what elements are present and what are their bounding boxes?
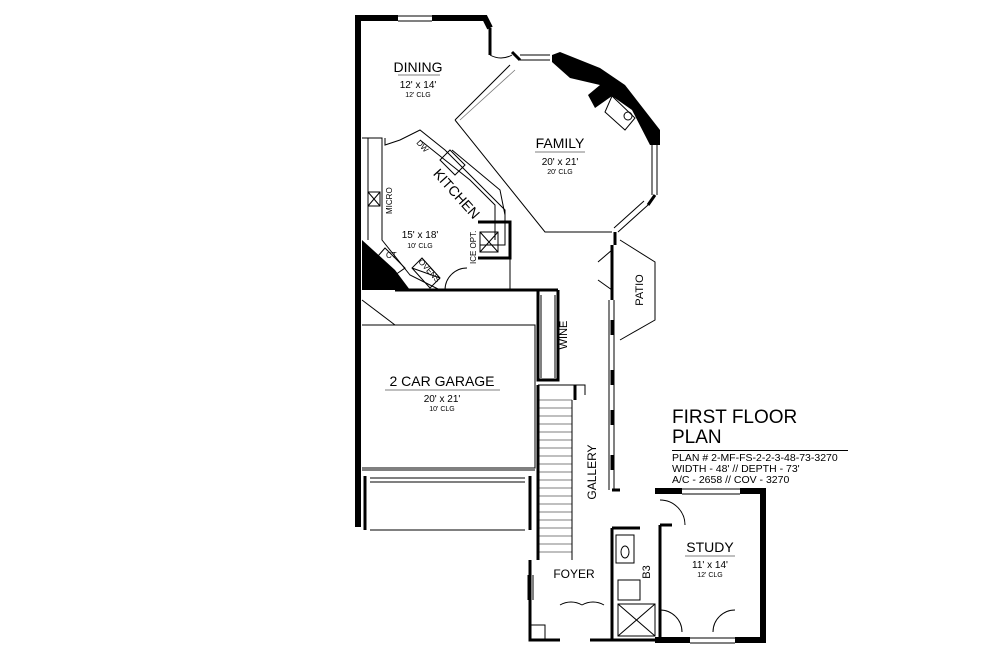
dining-ceiling: 12' CLG [405,92,430,99]
plan-title: FIRST FLOOR PLAN [672,408,848,451]
garage-name: 2 CAR GARAGE [389,373,494,389]
family-ceiling: 20' CLG [547,169,572,176]
family-name: FAMILY [536,135,585,151]
study-name: STUDY [686,539,734,555]
room-label-study: STUDY 11' x 14' 12' CLG [685,539,735,579]
ct-label: CT [386,251,397,260]
kitchen-ceiling: 10' CLG [407,243,432,250]
room-label-family: FAMILY 20' x 21' 20' CLG [535,135,585,176]
garage-size: 20' x 21' [424,394,461,405]
micro-label: MICRO [385,187,394,214]
plan-number: PLAN # 2-MF-FS-2-2-3-48-73-3270 [672,452,838,464]
study-ceiling: 12' CLG [697,572,722,579]
foyer-label: FOYER [553,567,595,581]
room-label-dining: DINING 12' x 14' 12' CLG [394,59,443,99]
kitchen-size: 15' x 18' [402,230,439,241]
title-block: FIRST FLOOR PLAN PLAN # 2-MF-FS-2-2-3-48… [672,408,848,486]
gallery-label: GALLERY [585,444,599,499]
ice-label: ICE OPT. [469,231,478,264]
wine-label: WINE [558,321,570,350]
patio-label: PATIO [634,274,646,306]
bath-label: B3 [641,565,653,578]
dining-name: DINING [394,59,443,75]
plan-area: A/C - 2658 // COV - 3270 [672,474,790,486]
garage-ceiling: 10' CLG [429,406,454,413]
dining-size: 12' x 14' [400,80,437,91]
plan-dimensions: WIDTH - 48' // DEPTH - 73' [672,463,800,475]
dw-label: DW [415,138,431,154]
study-size: 11' x 14' [692,560,728,571]
family-size: 20' x 21' [542,157,579,168]
room-label-garage: 2 CAR GARAGE 20' x 21' 10' CLG [385,373,500,413]
walls [355,15,766,644]
